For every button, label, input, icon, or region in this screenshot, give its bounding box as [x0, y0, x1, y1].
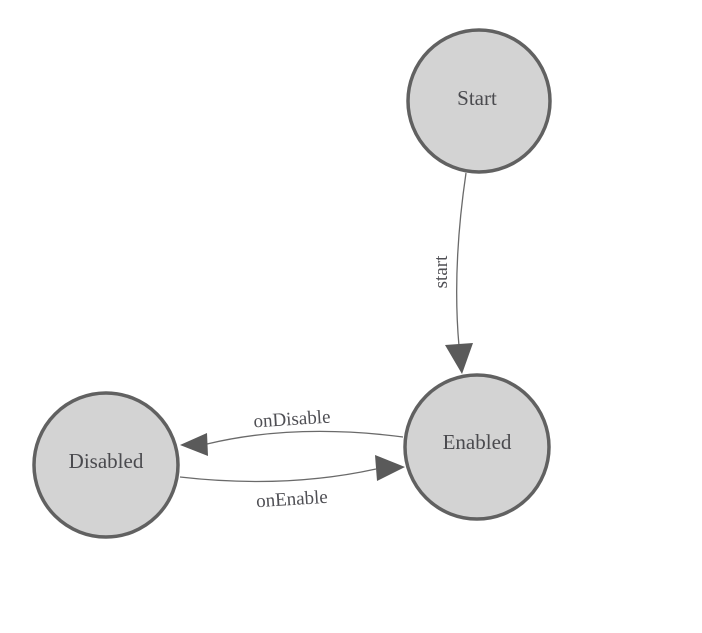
node-enabled-label: Enabled: [443, 430, 512, 454]
node-start[interactable]: Start: [406, 28, 552, 174]
edge-label-start: start: [431, 255, 452, 288]
edge-label-onenable: onEnable: [255, 487, 328, 512]
node-start-circle[interactable]: [406, 28, 552, 174]
edge-disabled-to-enabled-arrowhead-icon: [375, 455, 405, 481]
edge-start-to-enabled: start: [431, 172, 473, 374]
edge-disabled-to-enabled: onEnable: [179, 455, 405, 512]
edge-enabled-to-disabled-arrowhead-icon: [180, 433, 208, 456]
node-start-label: Start: [457, 86, 497, 110]
node-disabled-circle[interactable]: [32, 391, 180, 539]
edge-start-to-enabled-line: [456, 172, 467, 347]
node-disabled-label: Disabled: [69, 449, 144, 473]
edge-disabled-to-enabled-line: [179, 468, 377, 483]
node-disabled[interactable]: Disabled: [32, 391, 180, 539]
node-enabled-circle[interactable]: [403, 373, 551, 521]
edge-label-ondisable: onDisable: [253, 407, 331, 433]
node-enabled[interactable]: Enabled: [403, 373, 551, 521]
edge-start-to-enabled-arrowhead-icon: [445, 343, 473, 374]
edge-enabled-to-disabled-line: [206, 430, 404, 445]
edge-enabled-to-disabled: onDisable: [180, 407, 404, 456]
